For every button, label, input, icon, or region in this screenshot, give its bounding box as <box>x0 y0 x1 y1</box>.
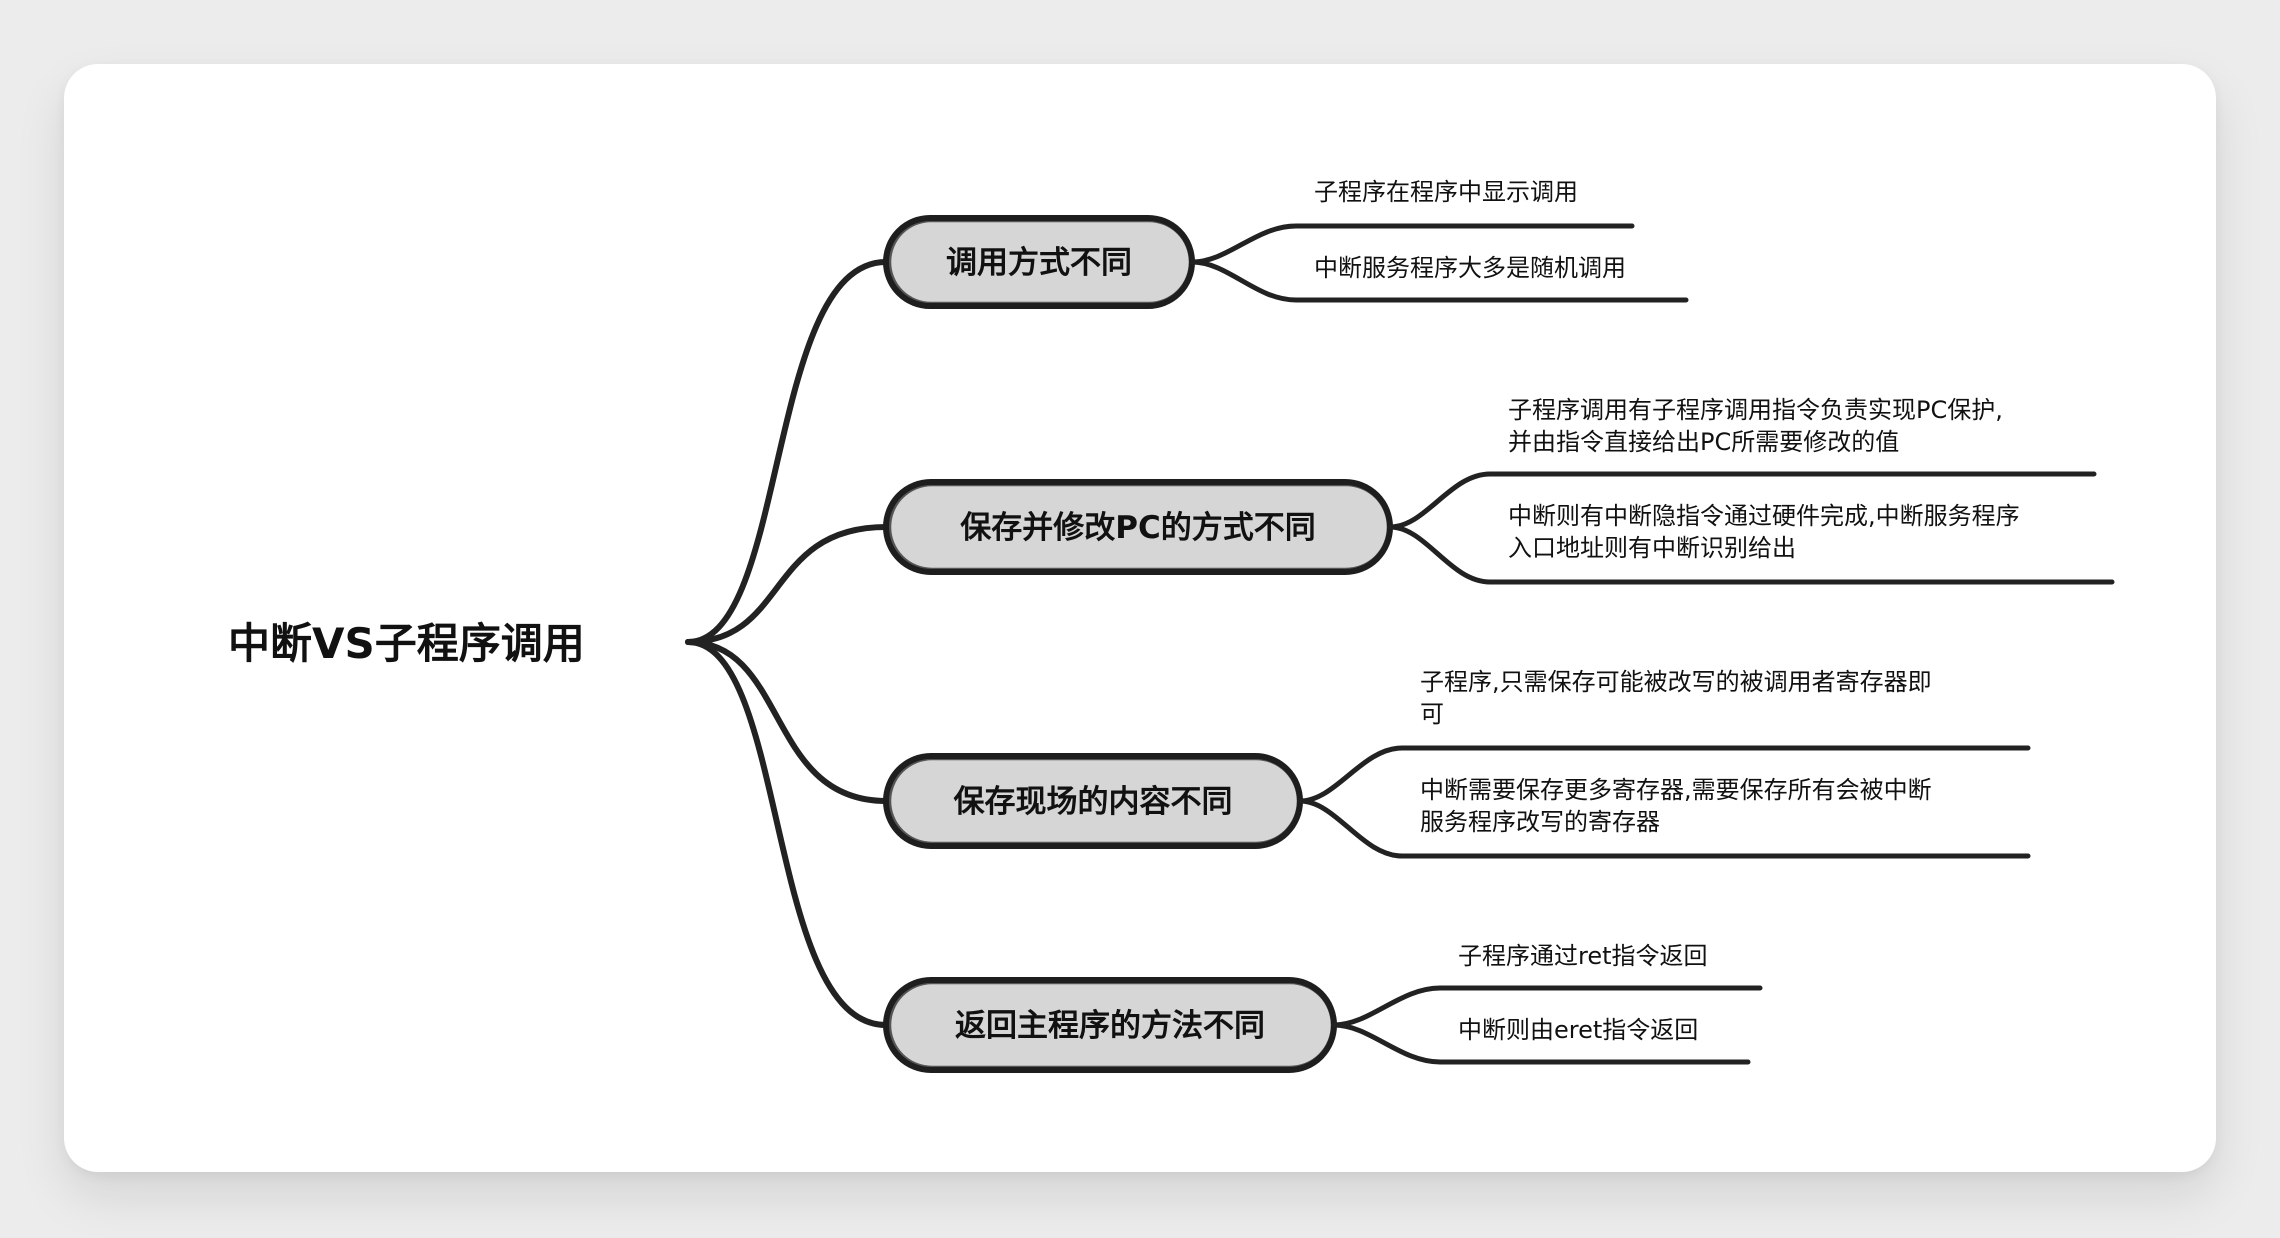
branch-topic[interactable]: 保存现场的内容不同 <box>883 753 1303 849</box>
branch-label: 返回主程序的方法不同 <box>955 1008 1265 1044</box>
leaf-topic-line[interactable]: 入口地址则有中断识别给出 <box>1508 534 1796 562</box>
leaf-connector <box>1331 1022 1751 1065</box>
branch-topic[interactable]: 调用方式不同 <box>883 215 1195 309</box>
leaf-connector <box>1387 524 2115 585</box>
leaf-topic-line[interactable]: 中断则有中断隐指令通过硬件完成,中断服务程序 <box>1508 502 2020 530</box>
leaf-topic-line[interactable]: 中断则由eret指令返回 <box>1458 1016 1698 1044</box>
branch-label: 保存并修改PC的方式不同 <box>960 510 1315 546</box>
leaf-topic-line[interactable]: 子程序,只需保存可能被改写的被调用者寄存器即 <box>1420 668 1932 696</box>
leaf-topic-line[interactable]: 中断需要保存更多寄存器,需要保存所有会被中断 <box>1420 776 1932 804</box>
root-topic[interactable]: 中断VS子程序调用 <box>228 619 585 668</box>
root-to-branch-edge <box>685 639 889 1028</box>
leaf-topic-line[interactable]: 子程序通过ret指令返回 <box>1458 942 1708 970</box>
leaf-connector <box>1297 745 2031 804</box>
leaf-topic-line[interactable]: 可 <box>1420 700 1444 728</box>
leaf-connector <box>1189 259 1689 303</box>
leaf-topic-line[interactable]: 中断服务程序大多是随机调用 <box>1314 254 1626 282</box>
leaf-topics: 子程序在程序中显示调用 中断服务程序大多是随机调用 子程序调用有子程序调用指令负… <box>1314 178 2020 1044</box>
leaf-topic-line[interactable]: 子程序调用有子程序调用指令负责实现PC保护, <box>1508 396 2003 424</box>
branch-edges <box>685 259 889 1028</box>
leaf-topic-line[interactable]: 服务程序改写的寄存器 <box>1420 808 1660 836</box>
leaf-edges <box>1189 223 2115 1065</box>
branch-topic[interactable]: 返回主程序的方法不同 <box>883 977 1337 1073</box>
leaf-connector <box>1189 223 1635 265</box>
leaf-topic-line[interactable]: 并由指令直接给出PC所需要修改的值 <box>1508 428 1899 456</box>
leaf-topic-line[interactable]: 子程序在程序中显示调用 <box>1314 178 1578 206</box>
root-to-branch-edge <box>685 259 889 645</box>
branch-label: 调用方式不同 <box>946 245 1132 281</box>
leaf-connector <box>1331 985 1763 1028</box>
leaf-connector <box>1297 798 2031 859</box>
root-to-branch-edge <box>685 524 889 645</box>
leaf-connector <box>1387 471 2097 530</box>
branch-topic[interactable]: 保存并修改PC的方式不同 <box>883 479 1393 575</box>
root-to-branch-edge <box>685 639 889 804</box>
branch-label: 保存现场的内容不同 <box>954 784 1233 820</box>
